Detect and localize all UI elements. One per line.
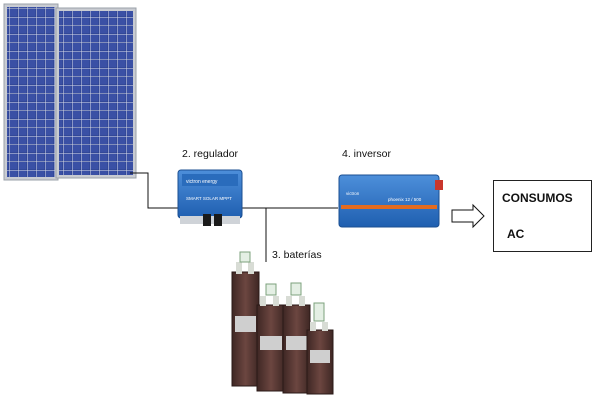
connector-lines [130, 172, 338, 262]
charge-regulator: victron energy SMART SOLAR MPPT [177, 169, 243, 226]
regulator-model-text: SMART SOLAR MPPT [186, 196, 232, 201]
solar-panel-left [3, 3, 59, 181]
consumos-title: CONSUMOS [502, 191, 573, 205]
inverter-label: 4. inversor [342, 148, 392, 160]
inverter-brand-text: victron [346, 191, 360, 196]
output-arrow [451, 203, 485, 229]
battery-cell-4 [306, 302, 334, 395]
solar-panel-right [55, 7, 137, 179]
inverter-model-text: phoenix 12 / 500 [388, 197, 422, 202]
battery-cell-3 [282, 282, 311, 394]
inverter-unit: victron phoenix 12 / 500 [338, 174, 443, 228]
batteries-label: 3. baterías [272, 249, 322, 261]
panel-to-regulator-line [130, 172, 178, 209]
regulator-brand-text: victron energy [186, 179, 218, 185]
consumos-ac-label: AC [507, 227, 525, 241]
battery-cell-2 [256, 283, 286, 392]
regulator-label: 2. regulador [182, 148, 239, 160]
battery-bank [231, 251, 334, 395]
consumos-box: CONSUMOS AC [493, 180, 592, 252]
battery-cell-1 [231, 251, 260, 387]
